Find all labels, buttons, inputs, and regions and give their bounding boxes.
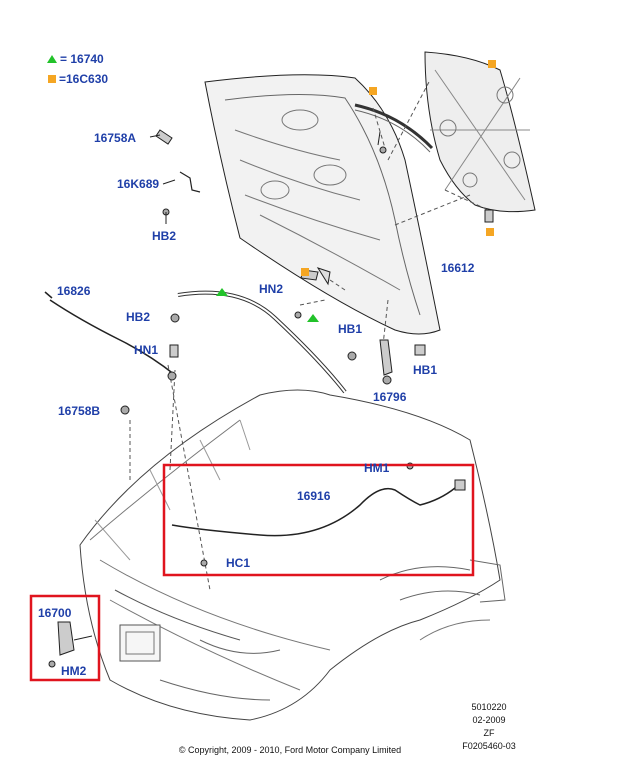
doc-number: 5010220 [471,702,507,712]
copyright-notice: © Copyright, 2009 - 2010, Ford Motor Com… [178,745,402,755]
label-16758a: 16758A [94,131,137,145]
label-16758b: 16758B [58,404,101,418]
label-hb1-left: HB1 [338,322,363,336]
car-body-outline [79,389,501,721]
label-16826: 16826 [57,284,91,298]
label-hn1: HN1 [134,343,159,357]
orange-square-icon [48,75,56,83]
label-hm1: HM1 [364,461,390,475]
cable-highlight-box [162,463,475,577]
hood-latch [57,621,75,656]
prop-rod [49,299,176,376]
latch-highlight-box [29,594,101,682]
label-hn2: HN2 [259,282,284,296]
doc-code: ZF [483,728,495,738]
legend-item-16740: = 16740 [47,52,104,66]
label-hc1: HC1 [226,556,251,570]
green-triangle-icon [47,55,57,63]
label-hb2-mid: HB2 [126,310,151,324]
hood-panel [204,74,441,335]
release-cable [171,487,456,537]
legend-item-16c630: =16C630 [48,72,108,86]
hood-insulator [424,51,536,213]
green-triangle-markers [216,288,319,322]
label-16916: 16916 [297,489,331,503]
label-16796: 16796 [373,390,407,404]
label-hb2-top: HB2 [152,229,177,243]
label-hb1-right: HB1 [413,363,438,377]
label-16k689: 16K689 [117,177,160,191]
orange-square-markers [301,60,496,276]
label-hm2: HM2 [61,664,87,678]
label-16612: 16612 [441,261,475,275]
doc-figure-id: F0205460-03 [462,741,516,751]
label-16700: 16700 [38,606,72,620]
doc-date: 02-2009 [472,715,506,725]
